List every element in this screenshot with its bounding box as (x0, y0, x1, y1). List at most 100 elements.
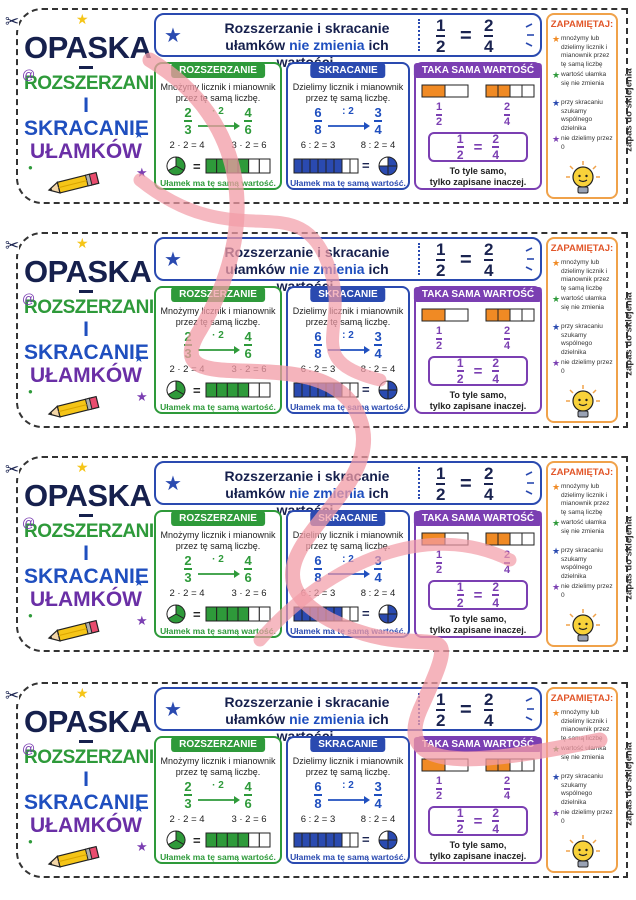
star-icon: ★ (134, 129, 144, 141)
pie-slice (378, 604, 389, 615)
remember-item: ★wartość ułamka się nie zmienia (552, 294, 607, 311)
header-divider (418, 467, 420, 499)
bar-cell (258, 832, 271, 848)
bookmark-title-block: ★ OPASKA @ ROZSZERZANIE I SKRACANIE UŁAM… (22, 236, 166, 418)
bar-cell (444, 532, 469, 546)
reduce-visual: = (292, 380, 404, 400)
star-icon: ★ (552, 546, 561, 556)
bookmark-title-block: ★ OPASKA @ ROZSZERZANIE I SKRACANIE UŁAM… (22, 686, 166, 868)
bookmark-band-1: ✂ ★ OPASKA @ ROZSZERZANIE I SKRACANIE UŁ… (5, 8, 635, 204)
equation-denominator: 8 : 2 = 4 (360, 588, 396, 599)
remember-item: ★przy skracaniu szukamy wspólnego dzieln… (552, 546, 603, 580)
remember-title: ZAPAMIĘTAJ: (550, 19, 614, 30)
bookmark-band-4: ✂ ★ OPASKA @ ROZSZERZANIE I SKRACANIE UŁ… (5, 682, 635, 878)
bar-cell (349, 606, 359, 622)
star-icon: ★ (552, 98, 561, 108)
title-ulamkow: UŁAMKÓW (30, 588, 142, 611)
remember-item: ★przy skracaniu szukamy wspólnego dzieln… (552, 322, 603, 356)
reduce-visual: = (292, 604, 404, 624)
panel-reducing: SKRACANIE Dzielimy licznik i mianownik p… (286, 286, 410, 414)
bar-cell (237, 158, 250, 174)
equals-sign: = (460, 25, 472, 47)
bar-cell (521, 532, 535, 546)
reduce-visual: = (292, 830, 404, 850)
remember-item: ★mnożymy lub dzielimy licznik i mianowni… (552, 34, 610, 68)
scissors-icon: ✂ (5, 12, 20, 31)
panel-footer: Ułamek ma tę samą wartość. (290, 626, 406, 636)
bar-cell (341, 832, 351, 848)
bookmark-title-block: ★ OPASKA @ ROZSZERZANIE I SKRACANIE UŁAM… (22, 460, 166, 642)
same-value-bars (421, 84, 535, 98)
panel-title: ROZSZERZANIE (171, 287, 265, 302)
pie-slice (378, 389, 389, 400)
bar-cell (205, 382, 218, 398)
panel-footer: Ułamek ma tę samą wartość. (290, 402, 406, 412)
panel-expanding: ROZSZERZANIE Mnożymy licznik i mianownik… (154, 286, 282, 414)
panel-title: SKRACANIE (310, 511, 386, 526)
star-icon: ★ (552, 258, 561, 268)
equation-numerator: 6 : 2 = 3 (300, 588, 336, 599)
bar-cell (258, 606, 271, 622)
title-ulamkow: UŁAMKÓW (30, 364, 142, 387)
header-divider (418, 693, 420, 725)
panel-description: Dzielimy licznik i mianownik przez tę sa… (292, 756, 404, 777)
dot-icon: ● (28, 611, 33, 620)
scissors-icon: ✂ (5, 686, 20, 705)
equals-sign: = (193, 607, 201, 622)
title-i-skracanie: I SKRACANIE (24, 768, 149, 814)
transform-arrow: : 2 (326, 555, 370, 583)
reduce-visual: = (292, 156, 404, 176)
star-icon: ★ (552, 708, 561, 718)
equals-sign: = (193, 159, 201, 174)
equals-sign: = (473, 362, 483, 380)
star-icon: ★ (552, 744, 561, 754)
remember-box: ZAPAMIĘTAJ: ★mnożymy lub dzielimy liczni… (546, 461, 618, 647)
bar-cell (349, 158, 359, 174)
equals-sign: = (193, 383, 201, 398)
bar-cell (333, 606, 343, 622)
summary-header: ★ Rozszerzanie i skracanie ułamków nie z… (154, 687, 542, 744)
sparkle-icon (525, 247, 534, 271)
remember-item: ★nie dzielimy przez 0 (552, 808, 613, 825)
bar-cell (497, 84, 511, 98)
bar-cell (293, 158, 303, 174)
pencil-icon (47, 845, 100, 868)
panel-title: ROZSZERZANIE (171, 737, 265, 752)
pie-slice (378, 165, 389, 176)
bar-cell (317, 382, 327, 398)
dot-icon: ● (28, 837, 33, 846)
equation-numerator: 6 : 2 = 3 (300, 364, 336, 375)
dot-icon: ● (28, 163, 33, 172)
bar-cell (521, 758, 535, 772)
bar-cell (325, 832, 335, 848)
same-value-caption: To tyle samo, tylko zapisane inaczej. (429, 390, 527, 411)
bar-cell (341, 382, 351, 398)
equals-sign: = (473, 812, 483, 830)
header-divider (418, 243, 420, 275)
star-icon: ★ (552, 134, 561, 144)
equation-row: 2 · 2 = 4 3 · 2 = 6 (156, 364, 280, 375)
bar-cell (421, 308, 446, 322)
equals-sign: = (473, 586, 483, 604)
equals-sign: = (460, 249, 472, 271)
bookmark-band-3: ✂ ★ OPASKA @ ROZSZERZANIE I SKRACANIE UŁ… (5, 456, 635, 652)
remember-box: ZAPAMIĘTAJ: ★mnożymy lub dzielimy liczni… (546, 13, 618, 199)
lightbulb-icon (566, 385, 600, 418)
title-dash (79, 740, 93, 743)
equals-sign: = (362, 382, 370, 397)
pie-slice (378, 839, 389, 850)
